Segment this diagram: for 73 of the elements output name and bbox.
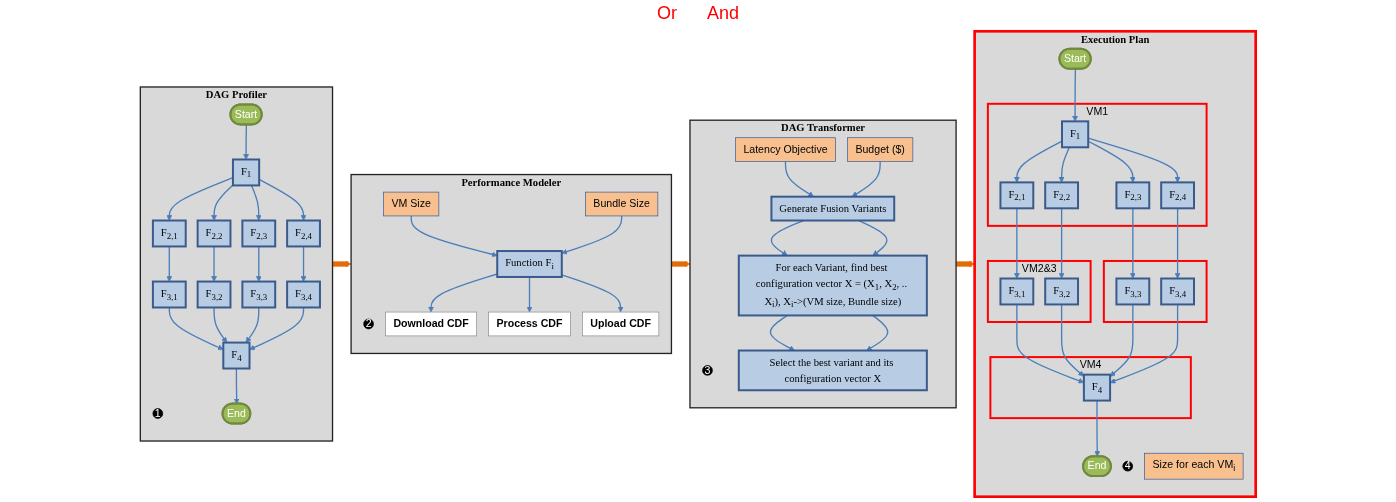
arrow xyxy=(851,160,881,197)
arrow xyxy=(211,184,234,221)
node-box: F$_{2,2}$ xyxy=(196,219,232,248)
cluster xyxy=(1102,259,1208,323)
note-text: Or xyxy=(657,2,677,24)
arrow xyxy=(1013,207,1020,279)
arrow xyxy=(1109,303,1134,377)
node-box: Download CDF xyxy=(385,311,477,337)
arrow xyxy=(249,306,305,351)
arrow xyxy=(1129,207,1136,279)
arrow xyxy=(1094,399,1101,457)
arrow xyxy=(166,177,234,221)
node-circle: 1 xyxy=(152,408,164,419)
node-box: F$_{1}$ xyxy=(1061,120,1090,149)
node-box: Budget ($) xyxy=(847,137,914,162)
arrow xyxy=(1109,303,1179,384)
arrow xyxy=(769,314,795,351)
node-box: Select the best variant and its configuration vector X xyxy=(737,349,928,392)
node-box: F$_{2,4}$ xyxy=(286,219,321,248)
note-text: And xyxy=(707,2,739,24)
arrow xyxy=(213,306,228,343)
arrow xyxy=(1016,303,1085,384)
arrow xyxy=(243,124,249,160)
arrow xyxy=(866,314,889,351)
node-box: F$_{3,2}$ xyxy=(196,280,232,309)
node-box: F$_{3,4}$ xyxy=(286,280,321,309)
node-box: F$_{2,1}$ xyxy=(999,181,1035,210)
arrow xyxy=(561,274,624,313)
arrow xyxy=(1174,207,1181,279)
arrow xyxy=(166,245,173,282)
node-box: Function F$_{i}$ xyxy=(496,250,563,278)
node-box: F$_{3,3}$ xyxy=(1115,277,1151,306)
node-circle: 4 xyxy=(1122,460,1133,472)
arrow xyxy=(784,160,814,197)
node-circle: 2 xyxy=(363,318,374,330)
arrow xyxy=(255,245,262,282)
node-box: Process CDF xyxy=(488,311,571,337)
node-box: F$_{2,1}$ xyxy=(151,219,187,248)
arrow xyxy=(526,276,533,313)
node-box: F$_{2,2}$ xyxy=(1044,181,1080,210)
node-box: F$_{4}$ xyxy=(222,341,251,370)
arrow xyxy=(561,215,623,255)
node-box: Size for each VM$_{i}$ xyxy=(1144,452,1244,480)
arrow xyxy=(245,306,260,343)
arrow xyxy=(428,273,498,313)
node-box: F$_{4}$ xyxy=(1082,373,1112,402)
arrow xyxy=(410,215,498,258)
arrow xyxy=(250,184,262,221)
node-box: Bundle Size xyxy=(585,191,659,217)
node-box: F$_{3,1}$ xyxy=(151,280,187,309)
node-box: F$_{3,2}$ xyxy=(1044,277,1080,306)
node-box: VM Size xyxy=(383,191,440,217)
node-box: F$_{2,3}$ xyxy=(241,219,277,248)
arrow xyxy=(1072,68,1078,122)
node-box: F$_{1}$ xyxy=(231,158,261,187)
arrow xyxy=(300,245,307,282)
node-box: F$_{2,4}$ xyxy=(1160,181,1195,210)
arrow xyxy=(1058,207,1065,279)
node-box: Generate Fusion Variants xyxy=(770,195,896,222)
node-box: F$_{2,3}$ xyxy=(1115,181,1151,210)
node-box: For each Variant, find best configuration vector X = (X$_{1}$, X$_{2}$, .. X$_{i}$), X$_{i}$->(VM size, Bundle size) xyxy=(737,254,928,317)
node-box: F$_{3,4}$ xyxy=(1160,277,1195,306)
arrow xyxy=(1013,140,1063,183)
arrow xyxy=(168,306,224,351)
node-circle: 3 xyxy=(702,365,713,376)
arrow xyxy=(233,367,240,405)
arrow xyxy=(1060,303,1085,377)
node-box: F$_{3,1}$ xyxy=(999,277,1035,306)
node-box: F$_{3,3}$ xyxy=(241,280,277,309)
arrow xyxy=(211,245,217,282)
arrow xyxy=(1058,146,1071,183)
node-box: Latency Objective xyxy=(735,137,836,162)
node-box: Upload CDF xyxy=(582,311,660,337)
